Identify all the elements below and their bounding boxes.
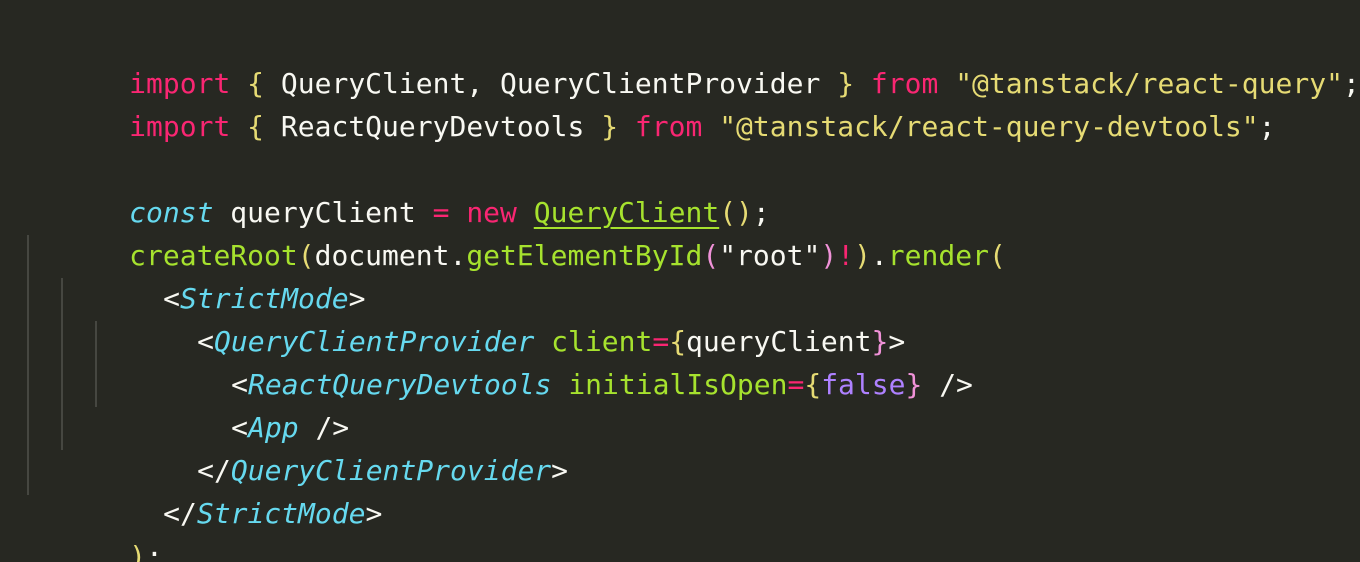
code-token: initialIsOpen <box>568 368 788 401</box>
code-token: } <box>905 368 923 401</box>
code-line-10: </QueryClientProvider> <box>28 406 1360 487</box>
code-token: = <box>787 368 805 401</box>
code-block: import { QueryClient, QueryClientProvide… <box>28 19 1360 562</box>
code-token <box>702 110 719 143</box>
code-token: "@tanstack/react-query" <box>955 67 1343 100</box>
code-token: } <box>601 110 619 143</box>
code-token: const <box>129 196 214 229</box>
code-token: { <box>804 368 822 401</box>
code-token <box>938 67 955 100</box>
code-token: ( <box>702 239 720 272</box>
code-token: < <box>231 368 249 401</box>
code-line-11: </StrictMode> <box>28 449 1360 530</box>
code-token <box>618 110 635 143</box>
code-token: queryClient <box>686 325 872 358</box>
code-line-6: <StrictMode> <box>28 234 1360 315</box>
code-token: StrictMode <box>196 497 366 530</box>
code-token: < <box>163 282 181 315</box>
code-token: import <box>129 67 231 100</box>
code-token: /> <box>298 411 350 444</box>
code-token: "@tanstack/react-query-devtools" <box>719 110 1259 143</box>
code-token: ! <box>837 239 855 272</box>
code-token: < <box>231 411 249 444</box>
code-token: ; <box>1258 110 1276 143</box>
code-token: > <box>365 497 383 530</box>
code-token: ) <box>854 239 871 272</box>
code-line-4: const queryClient = new QueryClient(); <box>28 148 1360 229</box>
code-token: render <box>887 239 989 272</box>
code-token <box>517 196 534 229</box>
code-line-7: <QueryClientProvider client={queryClient… <box>28 277 1360 358</box>
code-token: } <box>871 325 889 358</box>
code-token <box>230 110 247 143</box>
code-token: false <box>821 368 906 401</box>
code-token: "root" <box>719 239 821 272</box>
code-token <box>854 67 871 100</box>
code-token: /> <box>922 368 973 401</box>
code-token: </ <box>163 497 197 530</box>
code-token: QueryClientProvider <box>214 325 535 358</box>
code-token: ( <box>988 239 1006 272</box>
code-token: > <box>551 454 569 487</box>
code-token: ReactQueryDevtools <box>248 368 552 401</box>
code-line-8: <ReactQueryDevtools initialIsOpen={false… <box>28 320 1360 401</box>
code-token: { <box>669 325 687 358</box>
code-token <box>534 325 551 358</box>
code-token: ReactQueryDevtools <box>264 110 602 143</box>
code-token: = <box>652 325 670 358</box>
code-token: ( <box>297 239 315 272</box>
code-line-5: createRoot(document.getElementById("root… <box>28 191 1360 272</box>
code-token: } <box>837 67 855 100</box>
code-token: StrictMode <box>180 282 349 315</box>
code-token: new <box>466 196 517 229</box>
code-line-1: import { QueryClient, QueryClientProvide… <box>28 19 1360 100</box>
code-token: import <box>129 110 231 143</box>
code-token: from <box>634 110 703 143</box>
code-token: ) <box>820 239 838 272</box>
code-token: { <box>247 67 265 100</box>
code-token: App <box>248 411 299 444</box>
code-token <box>449 196 466 229</box>
code-token: queryClient <box>213 196 433 229</box>
code-token: < <box>197 325 215 358</box>
code-token: client <box>551 325 653 358</box>
code-token: { <box>247 110 265 143</box>
code-token <box>230 67 247 100</box>
code-token: getElementById <box>466 239 703 272</box>
indent-guide <box>61 278 63 450</box>
indent-guide <box>27 235 29 495</box>
code-token: = <box>432 196 450 229</box>
code-token: ; <box>752 196 770 229</box>
code-token: > <box>888 325 906 358</box>
code-token: QueryClient <box>533 196 720 229</box>
indent-guide <box>95 321 97 407</box>
code-token: ; <box>146 540 163 562</box>
code-token: ; <box>1342 67 1360 100</box>
code-token: QueryClientProvider <box>230 454 552 487</box>
code-line-2: import { ReactQueryDevtools } from "@tan… <box>28 62 1360 143</box>
code-token: </ <box>197 454 231 487</box>
code-token: () <box>719 196 753 229</box>
code-token: . <box>870 239 888 272</box>
code-token: createRoot <box>129 239 298 272</box>
code-token: from <box>870 67 939 100</box>
code-token <box>551 368 568 401</box>
code-line-12: ); <box>28 492 1360 562</box>
code-token: QueryClient, QueryClientProvider <box>264 67 838 100</box>
code-token: document. <box>314 239 467 272</box>
code-token: ) <box>129 540 147 562</box>
code-token: > <box>348 282 366 315</box>
code-line-9: <App /> <box>28 363 1360 444</box>
